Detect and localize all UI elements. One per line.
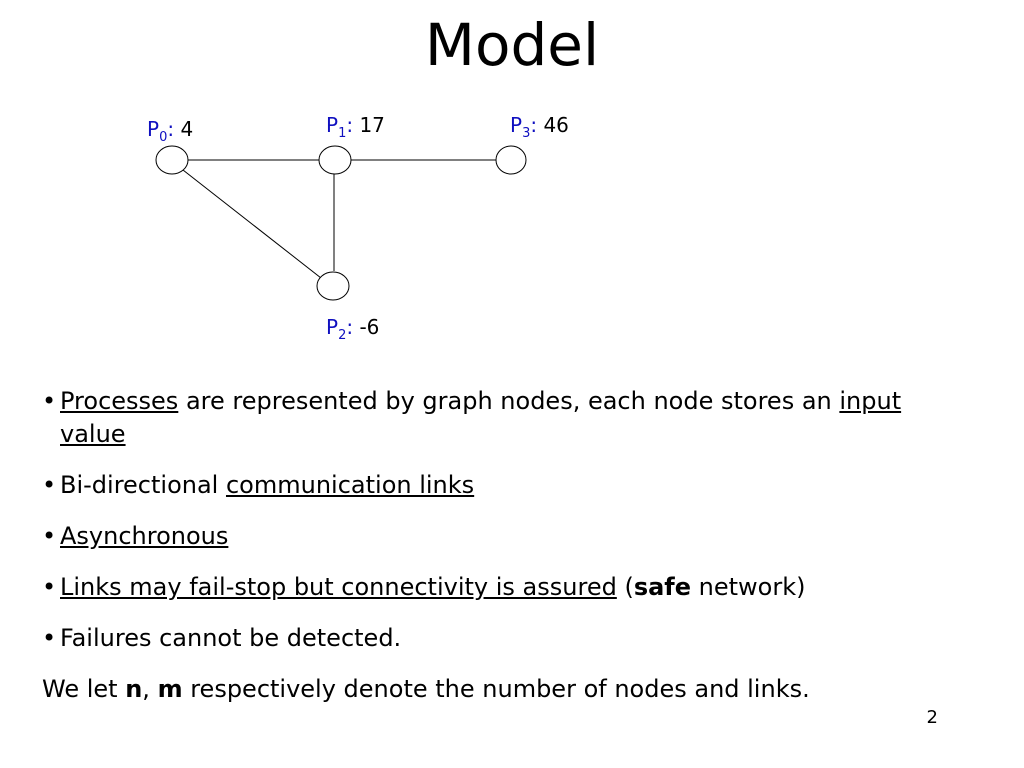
process-name: P1: xyxy=(326,113,354,141)
bullet-asynchronous: •Asynchronous xyxy=(42,520,942,553)
input-value: 17 xyxy=(359,113,385,137)
symbol-m: m xyxy=(157,675,183,703)
bullet-processes: •Processes are represented by graph node… xyxy=(42,385,942,451)
node-p1 xyxy=(318,145,352,175)
term-processes: Processes xyxy=(60,387,179,415)
symbol-n: n xyxy=(125,675,143,703)
node-p3 xyxy=(495,145,527,175)
term-asynchronous: Asynchronous xyxy=(60,522,229,550)
bullet-failures: •Failures cannot be detected. xyxy=(42,622,942,655)
network-graph xyxy=(155,145,527,301)
bullet-marker: • xyxy=(42,573,57,601)
page-number: 2 xyxy=(926,707,938,728)
bullet-links: •Bi-directional communication links xyxy=(42,469,942,502)
bullet-text: Failures cannot be detected. xyxy=(60,624,402,652)
process-name: P3: xyxy=(510,113,538,141)
edge-p0-p2 xyxy=(182,169,322,279)
bullet-text: ( xyxy=(616,573,634,601)
bullet-marker: • xyxy=(42,387,57,415)
node-label-p3: P3: 46 xyxy=(510,113,569,141)
bullet-marker: • xyxy=(42,522,57,550)
definition-text: , xyxy=(142,675,158,703)
process-name: P2: xyxy=(326,315,354,343)
node-p2 xyxy=(316,271,350,301)
term-communication-links: communication links xyxy=(225,471,475,499)
term-fail-stop: Links may fail-stop but connectivity is … xyxy=(60,573,617,601)
slide-title: Model xyxy=(424,11,600,79)
definition-text: respectively denote the number of nodes … xyxy=(182,675,810,703)
term-input-value: input value xyxy=(60,387,902,448)
input-value: 4 xyxy=(180,117,194,141)
bullet-marker: • xyxy=(42,471,57,499)
bullet-marker: • xyxy=(42,624,57,652)
definition-text: We let xyxy=(42,675,126,703)
node-label-p1: P1: 17 xyxy=(326,113,385,141)
bullet-text: are represented by graph nodes, each nod… xyxy=(178,387,840,415)
bullet-text: network) xyxy=(691,573,806,601)
input-value: -6 xyxy=(359,315,380,339)
definition-line: We let n, m respectively denote the numb… xyxy=(42,673,942,706)
node-label-p0: P0: 4 xyxy=(147,117,194,145)
bullet-list: •Processes are represented by graph node… xyxy=(42,385,942,706)
input-value: 46 xyxy=(543,113,569,137)
node-p0 xyxy=(155,145,189,175)
bullet-fail-stop: •Links may fail-stop but connectivity is… xyxy=(42,571,942,604)
term-safe: safe xyxy=(633,573,692,601)
bullet-text: Bi-directional xyxy=(60,471,226,499)
process-name: P0: xyxy=(147,117,175,145)
node-label-p2: P2: -6 xyxy=(326,315,380,343)
